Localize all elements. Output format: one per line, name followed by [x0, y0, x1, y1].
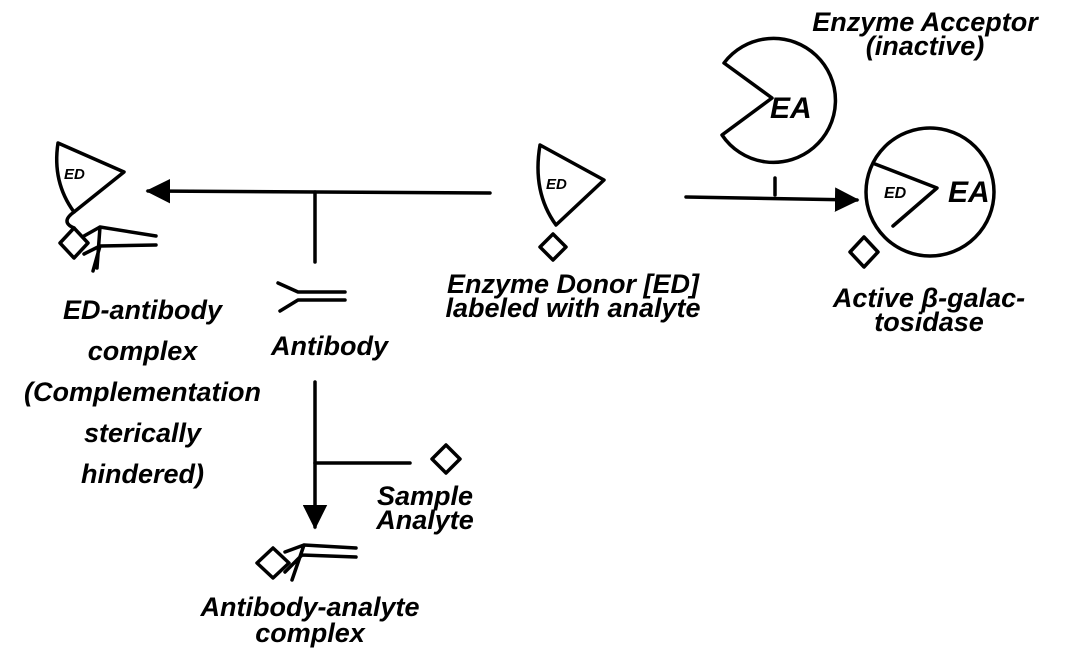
ed-antibody-complex-glyph: [54, 141, 158, 273]
sample-analyte-diamond: [430, 443, 462, 475]
antibody-analyte-complex-glyph: [255, 543, 358, 582]
antibody-analyte-line2: complex: [255, 618, 365, 648]
sample-analyte-line2: Analyte: [376, 505, 474, 535]
ed-antibody-line4: sterically: [83, 418, 202, 448]
active-enzyme-line1: Active β-galac-: [832, 283, 1026, 313]
ed-antibody-line2: complex: [87, 336, 198, 366]
enzyme-donor-label: Enzyme Donor [ED] labeled with analyte: [412, 269, 734, 323]
enzyme-donor-line2: labeled with analyte: [445, 293, 701, 323]
antibody-analyte-complex-label: Antibody-analyte complex: [160, 592, 460, 648]
analyte-diamond: [538, 232, 568, 262]
ed-antibody-line5: hindered): [80, 459, 204, 489]
analyte-diamond: [255, 546, 291, 580]
active-enzyme-circle: [864, 126, 996, 258]
antibody-analyte-line1: Antibody-analyte: [200, 592, 420, 622]
enzyme-acceptor-line2: (inactive): [865, 31, 985, 61]
enzyme-donor-line1: Enzyme Donor [ED]: [446, 269, 700, 299]
sample-analyte-line1: Sample: [376, 481, 474, 511]
ed-antibody-complex-label: ED-antibody complex (Complementation ste…: [0, 290, 285, 495]
analyte-diamond: [58, 226, 90, 260]
ea-label-acceptor: EA: [770, 92, 812, 125]
tether-line: [65, 210, 76, 230]
ed-label-center: ED: [546, 176, 567, 193]
arrow-to-active-enzyme: [684, 187, 860, 212]
antibody-glyph: [276, 281, 347, 313]
active-beta-galactosidase-glyph: [848, 126, 996, 269]
enzyme-donor-shape: [536, 143, 606, 227]
antibody-shape: [82, 225, 158, 273]
analyte-diamond: [848, 235, 880, 269]
enzyme-acceptor-line1: Enzyme Acceptor: [812, 7, 1038, 37]
ed-label-active: ED: [884, 185, 907, 202]
ed-label-left: ED: [64, 166, 85, 183]
sample-analyte-label: Sample Analyte: [360, 481, 490, 535]
enzyme-donor-glyph: [536, 143, 606, 262]
active-enzyme-line2: tosidase: [874, 307, 984, 337]
ed-antibody-line3: (Complementation: [23, 377, 261, 407]
ed-wedge: [873, 162, 939, 228]
arrow-to-ed-antibody: [145, 178, 492, 204]
antibody-shape: [283, 543, 358, 582]
active-enzyme-label: Active β-galac- tosidase: [798, 283, 1060, 337]
enzyme-acceptor-shape: [720, 36, 838, 165]
ed-antibody-line1: ED-antibody: [63, 295, 222, 325]
ea-label-active: EA: [948, 176, 990, 209]
enzyme-acceptor-label: Enzyme Acceptor (inactive): [790, 8, 1060, 60]
antibody-label: Antibody: [271, 331, 388, 361]
